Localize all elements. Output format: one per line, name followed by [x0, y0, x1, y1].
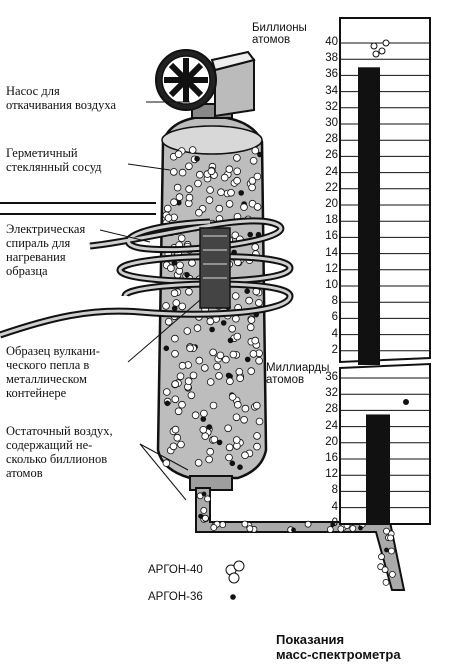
upper-tick: 4	[331, 327, 338, 340]
legend-markers	[225, 560, 245, 600]
spiral-label: Электрическая спираль для нагревания обр…	[6, 222, 86, 278]
lower-tick: 32	[325, 387, 338, 400]
lower-scale-title: Миллиарды атомов	[266, 362, 330, 386]
lower-tick: 36	[325, 371, 338, 383]
legend-argon36: АРГОН-36	[148, 591, 203, 603]
upper-tick: 14	[325, 246, 338, 259]
upper-tick: 12	[325, 262, 338, 275]
vessel-label: Герметичный стеклянный сосуд	[6, 146, 102, 174]
upper-tick: 24	[325, 165, 338, 178]
upper-tick: 38	[325, 52, 338, 65]
upper-tick: 18	[325, 214, 338, 227]
lower-tick: 4	[331, 500, 338, 513]
upper-tick: 36	[325, 68, 338, 81]
lower-tick: 8	[331, 484, 338, 497]
upper-tick: 16	[325, 230, 338, 243]
upper-scale-title: Биллионы атомов	[252, 22, 307, 46]
pump-label: Насос для откачивания воздуха	[6, 84, 117, 112]
sample-container	[199, 227, 231, 309]
side-pipe	[0, 202, 156, 215]
upper-grid	[340, 42, 430, 352]
sample-label: Образец вулкани- ческого пепла в металли…	[6, 344, 100, 400]
upper-tick: 8	[331, 295, 338, 308]
lower-tick: 12	[325, 468, 338, 481]
upper-bar	[358, 67, 380, 366]
lower-tick: 28	[325, 403, 338, 416]
upper-tick: 30	[325, 117, 338, 129]
spectrometer-scale	[339, 17, 431, 525]
upper-tick: 22	[325, 181, 338, 194]
upper-tick: 40	[325, 36, 338, 48]
upper-tick: 32	[325, 100, 338, 113]
upper-tick: 26	[325, 149, 338, 162]
lower-tick: 24	[325, 419, 338, 432]
upper-tick: 28	[325, 133, 338, 146]
upper-tick: 34	[325, 84, 338, 97]
upper-tick: 20	[325, 198, 338, 210]
lower-tick: 0	[331, 516, 338, 529]
lower-tick: 16	[325, 452, 338, 464]
leader-lines	[99, 101, 201, 501]
readings-caption: Показания масс-спектрометра	[276, 632, 401, 662]
residual-air-label: Остаточный воздух, содержащий не- скольк…	[6, 424, 113, 480]
legend-argon40: АРГОН-40	[148, 564, 203, 576]
pump	[155, 49, 256, 119]
upper-tick: 10	[325, 279, 338, 291]
heating-coil	[0, 217, 294, 339]
lower-bar	[366, 414, 390, 524]
upper-tick: 2	[331, 343, 338, 356]
upper-tick: 6	[331, 311, 338, 324]
lower-tick: 20	[325, 435, 338, 448]
